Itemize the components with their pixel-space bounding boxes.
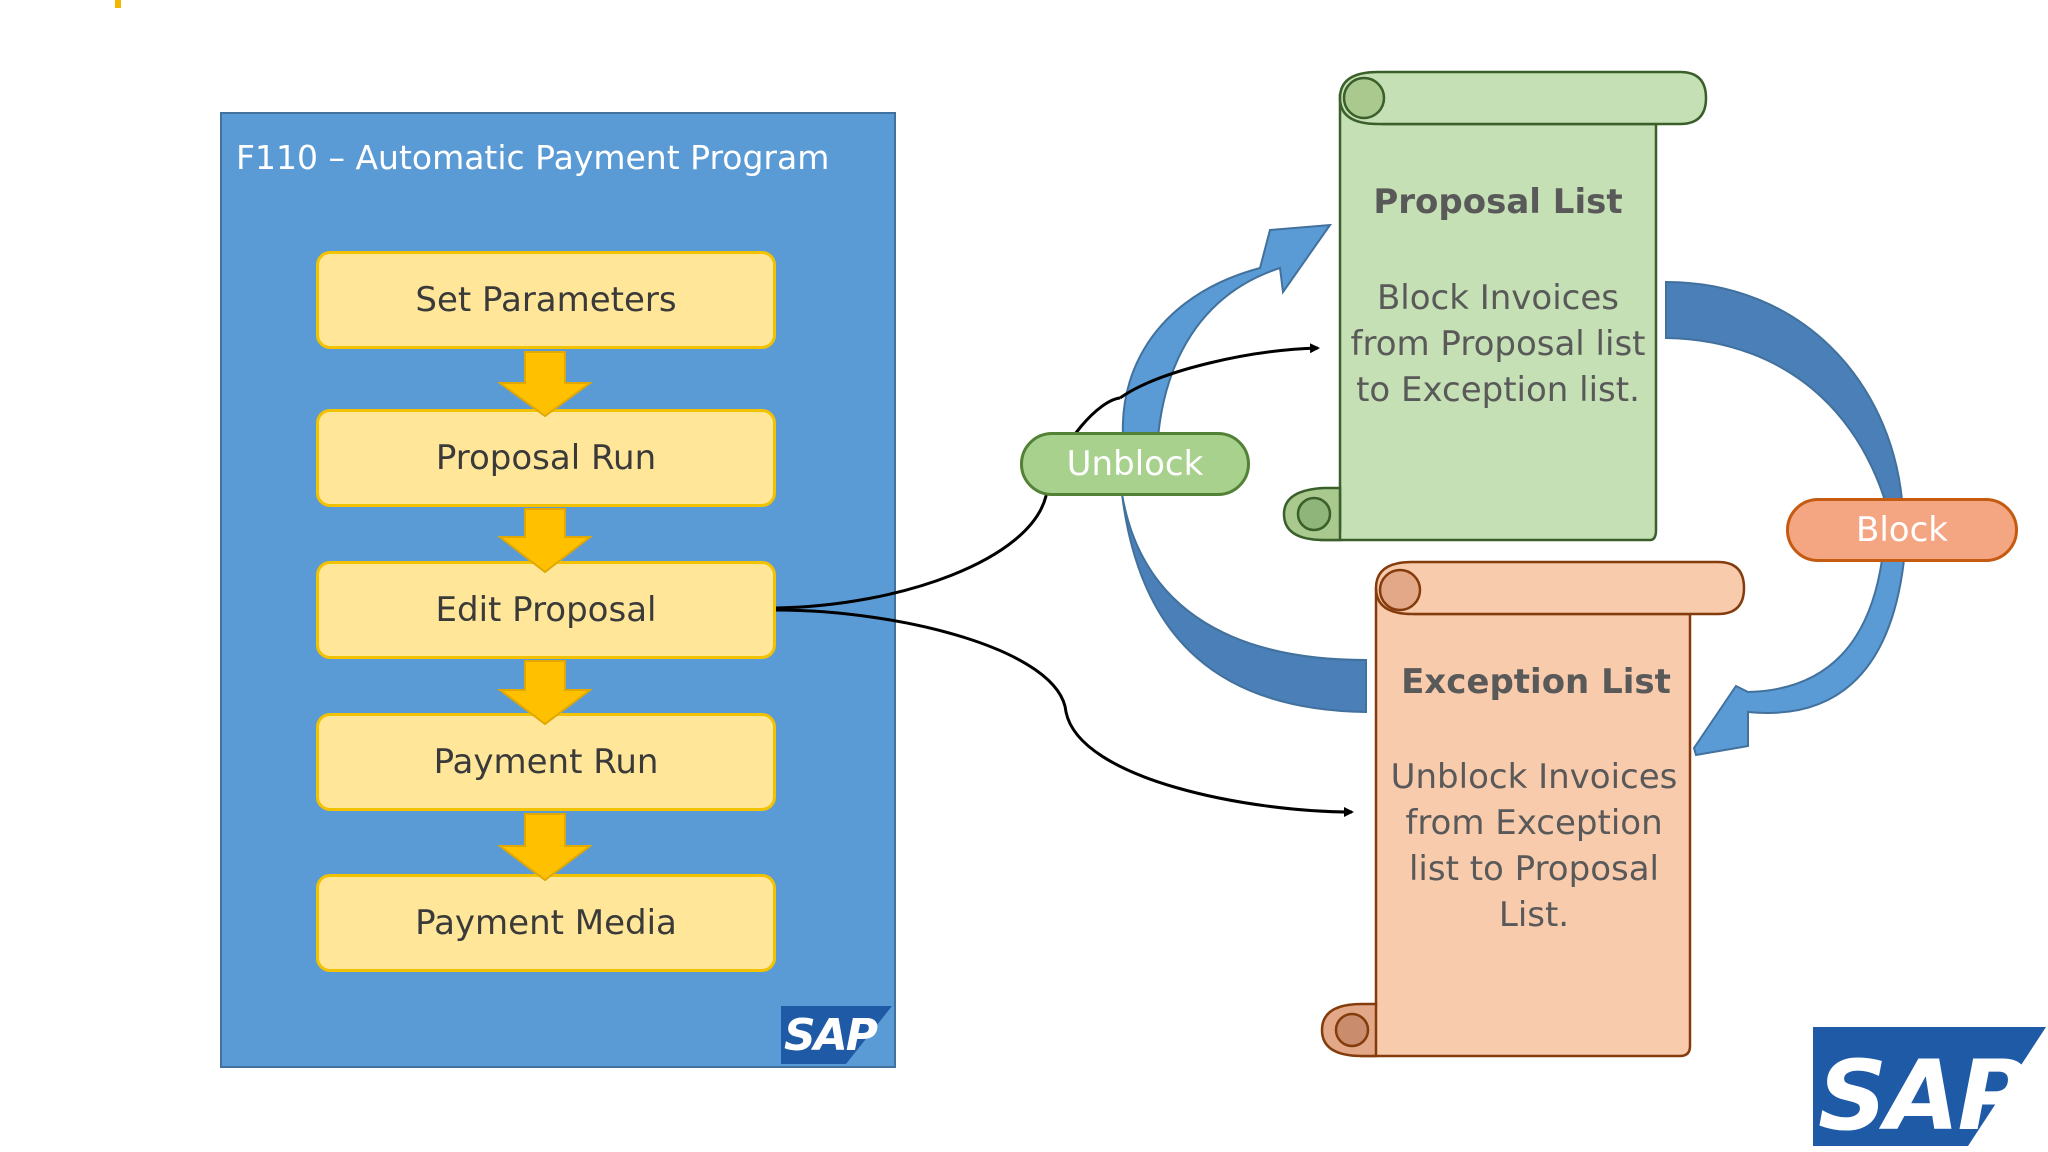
proposal-list-title: Proposal List [1373,182,1623,222]
exception-list-line: Unblock Invoices [1390,757,1678,797]
exception-list-line: from Exception [1405,803,1663,843]
down-arrow-icon [497,508,593,574]
panel-title: F110 – Automatic Payment Program [236,138,830,177]
sap-logo-small-shape [781,1006,892,1064]
exception-list-body: Unblock Invoices from Exception list to … [1376,754,1692,938]
step-edit-proposal: Edit Proposal [316,561,776,659]
down-arrow-icon [497,660,593,726]
step-label: Proposal Run [435,438,657,478]
down-arrow-icon [496,351,594,418]
curved-arrow-down-icon [1692,559,1906,757]
sap-logo-large-shape [1813,1027,2046,1146]
step-label: Payment Media [415,903,677,943]
block-label: Block [1786,498,2018,562]
sap-logo-small: SAP [784,1010,878,1061]
connector-line [1119,343,1320,400]
corner-mark [115,0,121,8]
proposal-list-scroll [1282,70,1708,542]
curved-arrow-band-icon [1121,493,1367,714]
step-label: Payment Run [433,742,659,782]
proposal-list-line: to Exception list. [1356,370,1640,410]
proposal-list-line: from Proposal list [1350,324,1646,364]
proposal-list-line: Block Invoices [1376,278,1620,318]
connector-line [775,396,1121,610]
step-payment-media: Payment Media [316,874,776,972]
exception-list-title: Exception List [1401,662,1671,702]
proposal-list-body: Block Invoices from Proposal list to Exc… [1336,275,1660,413]
unblock-label: Unblock [1020,432,1250,496]
sap-logo-large: SAP [1818,1040,2028,1152]
step-label: Set Parameters [415,280,677,320]
exception-list-line: list to Proposal [1408,849,1659,889]
step-set-parameters: Set Parameters [316,251,776,349]
down-arrow-icon [497,813,593,882]
exception-list-line: List. [1498,895,1570,935]
connector-line [775,608,1354,817]
step-label: Edit Proposal [435,590,657,630]
step-payment-run: Payment Run [316,713,776,811]
exception-list-scroll [1320,560,1746,1058]
